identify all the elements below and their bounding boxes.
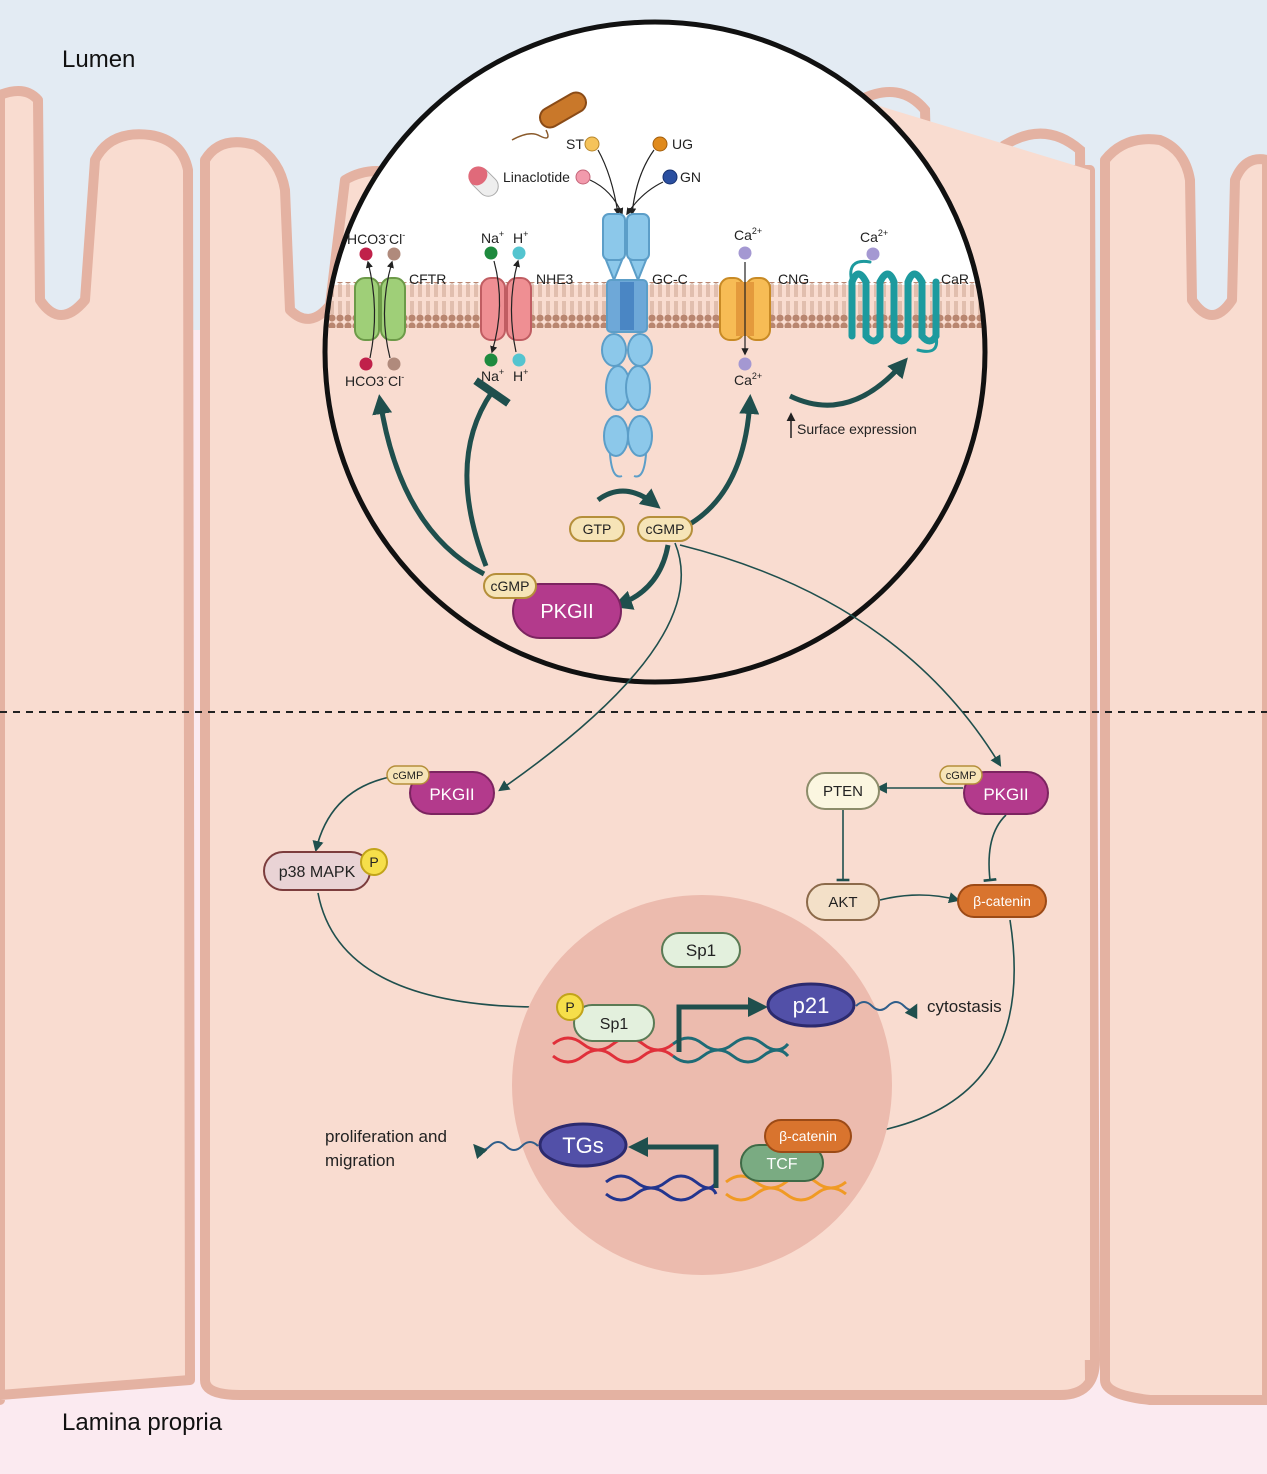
ca-label-top: Ca2+ [734, 226, 762, 243]
pkgii-node-right [963, 771, 1049, 815]
phospho-label-sp1: P [565, 999, 574, 1015]
gcc-receptor [601, 213, 653, 478]
tgs-node [538, 1122, 628, 1168]
proliferation-label-line2: migration [325, 1151, 395, 1170]
phospho-icon-sp1 [556, 993, 584, 1021]
p21-node [766, 982, 856, 1028]
cgmp-badge-left-label: cGMP [393, 770, 424, 782]
mrna-wave-p21 [855, 1001, 918, 1020]
car-label: CaR [941, 271, 969, 287]
cng-label: CNG [778, 271, 809, 287]
phospho-icon-p38 [360, 848, 388, 876]
proliferation-label-line1: proliferation and [325, 1127, 447, 1146]
beta-catenin-nuclear-label: β-catenin [779, 1128, 837, 1144]
na-ion-bottom-icon [484, 353, 498, 367]
sp1-label-bound: Sp1 [600, 1016, 629, 1033]
akt-label: AKT [828, 894, 857, 911]
cgmp-badge-right [939, 765, 983, 785]
pkgii-node-main [512, 583, 622, 639]
gcc-label: GC-C [652, 271, 688, 287]
gtp-label: GTP [583, 521, 612, 537]
tgs-label: TGs [562, 1133, 604, 1158]
hco3-ion-top-icon [359, 247, 373, 261]
beta-catenin-node [957, 884, 1047, 918]
lumen-label: Lumen [62, 46, 135, 73]
cftr-channel [354, 277, 406, 341]
nhe3-label: NHE3 [536, 271, 574, 287]
akt-node [806, 883, 880, 921]
cng-channel [719, 277, 771, 341]
linaclotide-ligand-icon [575, 169, 591, 185]
gn-label: GN [680, 169, 701, 185]
sp1-node-free [661, 932, 741, 968]
bacterium-icon [511, 91, 587, 141]
sp1-label-free: Sp1 [686, 941, 716, 960]
pkgii-node-left [409, 771, 495, 815]
cgmp-badge-main [483, 573, 537, 599]
gtp-node [569, 516, 625, 542]
pkgii-label-main: PKGII [540, 601, 593, 623]
pkgii-label-left: PKGII [429, 785, 474, 804]
cgmp-badge-main-label: cGMP [491, 578, 530, 594]
hco3-label-top: HCO3- [347, 230, 389, 247]
cgmp-node [637, 516, 693, 542]
st-label: ST [566, 136, 584, 152]
cl-label-top: Cl- [389, 230, 405, 247]
ca-ion-top-icon [738, 246, 752, 260]
pill-icon [468, 166, 499, 197]
hco3-label-bottom: HCO3- [345, 372, 387, 389]
ca-ion-car-icon [866, 247, 880, 261]
hco3-ion-bottom-icon [359, 357, 373, 371]
car-receptor [848, 259, 940, 353]
cl-ion-bottom-icon [387, 357, 401, 371]
ca-label-bottom: Ca2+ [734, 371, 762, 388]
na-label-top: Na+ [481, 229, 504, 246]
ug-ligand-icon [652, 136, 668, 152]
cell-membrane [325, 282, 985, 328]
mrna-wave-tgs [473, 1141, 539, 1160]
beta-catenin-label: β-catenin [973, 893, 1031, 909]
cgmp-badge-left [386, 765, 430, 785]
pten-node [806, 772, 880, 810]
tcf-label: TCF [766, 1156, 797, 1173]
surface-expression-label: Surface expression [797, 421, 917, 437]
cgmp-label: cGMP [646, 521, 685, 537]
beta-catenin-nuclear-node [764, 1119, 852, 1153]
lamina-propria-label: Lamina propria [62, 1409, 223, 1436]
p38-mapk-label: p38 MAPK [279, 864, 356, 881]
linaclotide-label: Linaclotide [503, 169, 570, 185]
ligand-arrows [589, 149, 664, 216]
ug-label: UG [672, 136, 693, 152]
h-ion-bottom-icon [512, 353, 526, 367]
transcription-arrow-p21 [676, 997, 768, 1052]
p21-label: p21 [793, 993, 830, 1018]
st-ligand-icon [584, 136, 600, 152]
cl-label-bottom: Cl- [388, 372, 404, 389]
dna-strand-top [552, 1036, 790, 1064]
gn-ligand-icon [662, 169, 678, 185]
ca-ion-bottom-icon [738, 357, 752, 371]
na-ion-top-icon [484, 246, 498, 260]
h-label-bottom: H+ [513, 367, 528, 384]
h-label-top: H+ [513, 229, 528, 246]
cl-ion-top-icon [387, 247, 401, 261]
ca-label-car: Ca2+ [860, 228, 888, 245]
pathway-arrows-thick [372, 357, 908, 610]
transcription-arrow-tgs [628, 1137, 719, 1188]
h-ion-top-icon [512, 246, 526, 260]
cytostasis-label: cytostasis [927, 997, 1002, 1016]
sp1-node-bound [573, 1004, 655, 1042]
cftr-label: CFTR [409, 271, 446, 287]
phospho-label-p38: P [369, 854, 378, 870]
cgmp-badge-right-label: cGMP [946, 770, 977, 782]
pten-label: PTEN [823, 783, 863, 800]
pkgii-label-right: PKGII [983, 785, 1028, 804]
